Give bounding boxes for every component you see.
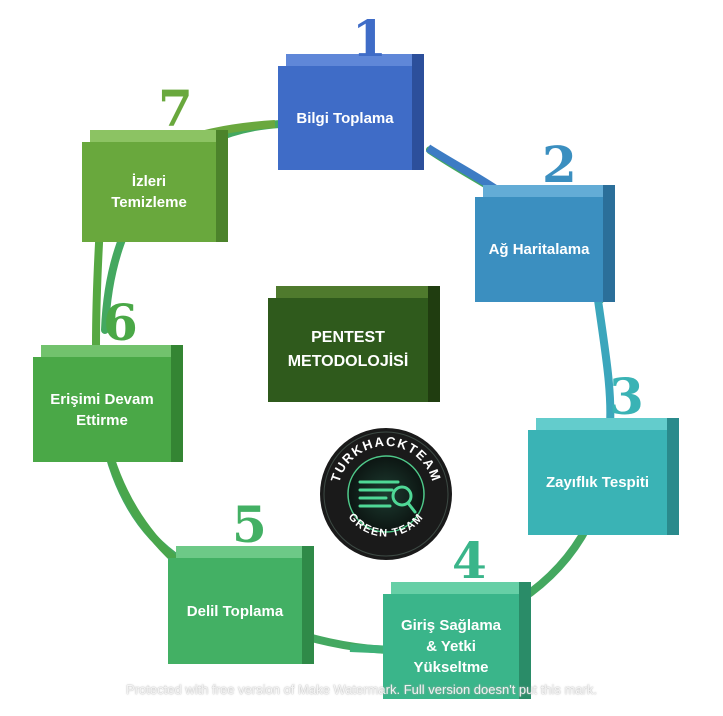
step-6-box: Erişimi Devam Ettirme [33, 345, 183, 462]
step-4-box: Giriş Sağlama & Yetki Yükseltme [383, 582, 531, 699]
step-2-number: 2 [542, 135, 577, 194]
step-4-label: Giriş Sağlama & Yetki Yükseltme [400, 617, 502, 676]
step-1-label: Bilgi Toplama [296, 109, 394, 127]
step-5-label: Delil Toplama [186, 602, 284, 620]
step-7-box: İzleri Temizleme [82, 130, 228, 242]
magnifier-icon [358, 480, 417, 514]
watermark-text: Protected with free version of Make Wate… [126, 682, 597, 697]
step-1-number: 1 [352, 9, 387, 68]
step-3-box: Zayıflık Tespiti [528, 418, 679, 535]
step-6-label: Erişimi Devam Ettirme [50, 390, 154, 429]
turkhackteam-logo: TURKHACKTEAM GREEN TEAM [320, 428, 452, 560]
step-7-number: 7 [158, 79, 193, 138]
step-1-box: Bilgi Toplama [278, 54, 424, 170]
center-title: PENTEST METODOLOJİSİ [287, 329, 409, 370]
step-3-label: Zayıflık Tespiti [545, 474, 650, 491]
step-6-number: 6 [103, 293, 138, 352]
step-2-box: Ağ Haritalama [475, 185, 615, 302]
step-3-number: 3 [609, 367, 644, 426]
step-5-number: 5 [232, 495, 267, 554]
step-7-label: İzleri Temizleme [111, 173, 187, 211]
step-5-box: Delil Toplama [168, 546, 314, 664]
logo-inner-circle [347, 455, 425, 533]
step-2-label: Ağ Haritalama [488, 241, 590, 258]
center-title-box: PENTEST METODOLOJİSİ [268, 286, 440, 402]
step-4-number: 4 [452, 531, 487, 590]
